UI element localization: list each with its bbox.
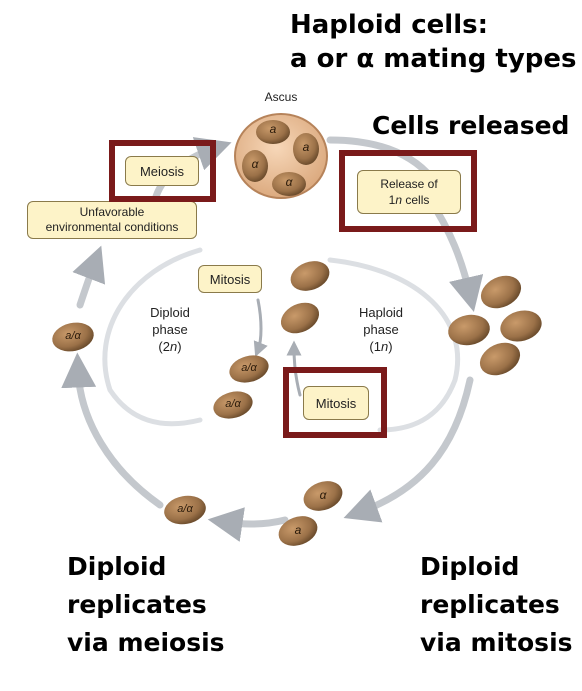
spore-label-alpha: α [285, 175, 293, 189]
mitosis-caption: Diploid replicates via mitosis [420, 548, 573, 662]
unfavorable-line1: Unfavorable [79, 205, 145, 219]
haploid-cluster [448, 275, 542, 376]
haploid-cell [500, 310, 542, 342]
ascus [234, 113, 328, 199]
meiosis-caption: Diploid replicates via meiosis [67, 548, 225, 662]
meiosis-label: Meiosis [125, 156, 199, 186]
haploid-heading-line2: a or α mating types [290, 44, 577, 74]
ascus-spore [256, 120, 290, 144]
diploid-cell [164, 495, 206, 525]
meiosis-caption-line3: via meiosis [67, 628, 225, 657]
unfavorable-conditions-label: Unfavorable environmental conditions [27, 201, 197, 239]
alpha-cell-label: α [319, 488, 327, 502]
inner-cycle-arrows [102, 247, 461, 433]
diploid-cell [52, 322, 94, 352]
meiosis-caption-line1: Diploid [67, 552, 167, 581]
diploid-phase-label: Diploid phase (2n) [135, 304, 205, 355]
haploid-phase-label: Haploid phase (1n) [346, 304, 416, 355]
inner-left-arc [102, 247, 203, 427]
release-highlight-box [339, 150, 477, 232]
mitosis-caption-line1: Diploid [420, 552, 520, 581]
mitosis-highlight-box [283, 367, 387, 438]
diploid-phase-phase: phase [152, 322, 188, 337]
arrow-bottom-left [207, 507, 289, 542]
haploid-phase-cells [280, 261, 330, 334]
release-label-line1: Release of [380, 177, 438, 191]
meiosis-highlight-box [109, 140, 216, 202]
haploid-phase-phase: phase [363, 322, 399, 337]
inner-right-arc [327, 257, 461, 433]
spore-label-a: a [269, 122, 277, 136]
ascus-spore [242, 150, 268, 182]
diploid-cell-label: a/α [225, 398, 241, 410]
mitosis-top-label: Mitosis [198, 265, 262, 293]
a-cell-label: a [294, 523, 302, 537]
spore-label-alpha: α [251, 157, 259, 171]
ascus-label: Ascus [264, 90, 298, 104]
release-label-line2: 1n cells [388, 193, 430, 207]
haploid-heading-line1: Haploid cells: [290, 10, 489, 40]
alpha-cell [303, 481, 343, 511]
diploid-cell-label: a/α [241, 362, 257, 374]
a-cell [278, 516, 318, 546]
spore-label-a: a [302, 140, 310, 154]
haploid-cell [448, 314, 490, 346]
haploid-phase-ploidy: (1n) [369, 339, 393, 354]
meiosis-caption-line2: replicates [67, 590, 207, 619]
arrow-left-up [61, 352, 164, 509]
arrow-left-to-unfavorable [72, 245, 106, 309]
diploid-cells [52, 322, 269, 525]
haploid-cell [480, 275, 522, 309]
arrow-mitosis-down [253, 298, 268, 357]
mitosis-caption-line2: replicates [420, 590, 560, 619]
diploid-phase-word: Diploid [150, 305, 190, 320]
haploid-phase-word: Haploid [358, 305, 404, 320]
diploid-cell [213, 391, 253, 419]
diploid-cell-label: a/α [65, 330, 81, 342]
mitosis-caption-line3: via mitosis [420, 628, 573, 657]
unfavorable-line2: environmental conditions [45, 220, 179, 234]
haploid-cell [290, 261, 330, 291]
mitosis-bottom-label: Mitosis [303, 386, 369, 420]
haploid-cell [479, 342, 521, 376]
mating-cells [278, 481, 343, 546]
diploid-phase-ploidy: (2n) [158, 339, 182, 354]
ascus-spore [272, 172, 306, 196]
diploid-cell-label: a/α [177, 503, 193, 515]
arrow-right-down [343, 376, 474, 523]
ascus-spore [293, 133, 319, 165]
haploid-heading: Haploid cells: a or α mating types [290, 8, 577, 76]
release-label: Release of 1n cells [357, 170, 461, 214]
diploid-cell [229, 355, 269, 383]
cells-released-heading: Cells released [372, 111, 570, 140]
haploid-cell [280, 302, 320, 334]
